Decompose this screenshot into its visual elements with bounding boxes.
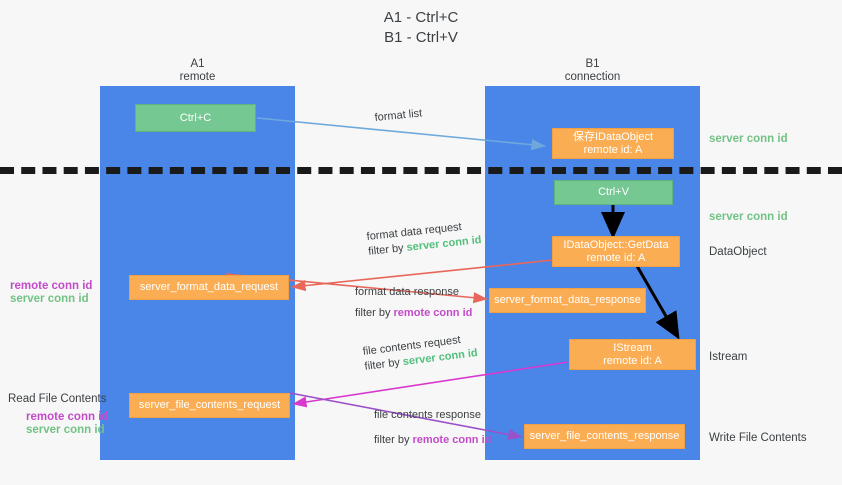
lane-b1-name: B1	[585, 58, 600, 70]
lane-header-b1: B1 connection	[485, 58, 700, 84]
arrow-format-list	[256, 117, 546, 151]
edge-label-file-contents-response-line2: filter by remote conn id	[374, 433, 491, 448]
box-ctrl-v[interactable]: Ctrl+V	[554, 180, 673, 205]
lane-b1-sub: connection	[564, 71, 621, 83]
box-server-format-data-response-label: server_format_data_response	[494, 294, 641, 306]
box-getdata-line1: IDataObject::GetData	[563, 238, 669, 251]
left-label-remote-conn-id-2: remote conn id	[26, 411, 109, 423]
box-ctrl-v-label: Ctrl+V	[598, 186, 629, 198]
box-server-format-data-request[interactable]: server_format_data_request	[129, 275, 289, 300]
phase-divider	[0, 167, 842, 174]
box-idataobject-getdata[interactable]: IDataObject::GetData remote id: A	[552, 236, 680, 267]
box-istream[interactable]: IStream remote id: A	[569, 339, 696, 370]
right-label-dataobject: DataObject	[709, 246, 767, 258]
arrow-file-contents-request	[292, 361, 569, 408]
box-save-idataobject-line1: 保存IDataObject	[572, 130, 654, 143]
box-server-file-contents-request-label: server_file_contents_request	[138, 399, 281, 411]
left-label-server-conn-id-1: server conn id	[10, 293, 89, 305]
box-server-format-data-request-label: server_format_data_request	[139, 281, 279, 293]
edge-label-format-data-response-line1: format data response	[355, 286, 459, 298]
filter-prefix: filter by	[367, 241, 408, 258]
box-istream-line2: remote id: A	[603, 354, 662, 367]
box-save-idataobject-line2: remote id: A	[583, 143, 643, 156]
filter-prefix: filter by	[374, 434, 413, 446]
left-label-remote-conn-id-1: remote conn id	[10, 280, 93, 292]
right-label-write-file-contents: Write File Contents	[709, 432, 807, 444]
lane-header-a1: A1 remote	[100, 58, 295, 84]
edge-label-file-contents-response-line1: file contents response	[374, 409, 482, 421]
lane-a1-name: A1	[190, 58, 205, 70]
filter-value-remote-conn-id: remote conn id	[393, 307, 473, 319]
left-label-server-conn-id-2: server conn id	[26, 424, 105, 436]
box-server-file-contents-response-label: server_file_contents_response	[529, 430, 680, 442]
box-server-format-data-response[interactable]: server_format_data_response	[489, 288, 646, 313]
box-getdata-line2: remote id: A	[586, 251, 646, 264]
filter-prefix: filter by	[363, 356, 404, 373]
box-save-idataobject[interactable]: 保存IDataObject remote id: A	[552, 128, 674, 159]
box-ctrl-c-label: Ctrl+C	[179, 111, 212, 124]
arrow-getdata-to-istream	[635, 265, 680, 340]
left-label-read-file-contents: Read File Contents	[8, 393, 107, 405]
right-label-server-conn-id-1: server conn id	[709, 133, 788, 145]
right-label-server-conn-id-2: server conn id	[709, 211, 788, 223]
arrow-file-contents-response	[289, 392, 523, 440]
edge-label-format-data-response: format data response filter by remote co…	[355, 285, 472, 321]
filter-prefix: filter by	[355, 307, 394, 319]
box-ctrl-c[interactable]: Ctrl+C	[135, 104, 256, 132]
arrow-format-data-request	[291, 259, 554, 292]
lane-a1-sub: remote	[179, 71, 216, 83]
filter-value-remote-conn-id: remote conn id	[412, 434, 492, 446]
box-istream-line1: IStream	[613, 341, 652, 354]
right-label-istream: Istream	[709, 351, 748, 363]
title-line-2: B1 - Ctrl+V	[384, 29, 458, 46]
title-line-1: A1 - Ctrl+C	[383, 9, 459, 26]
edge-label-file-contents-response: file contents response filter by remote …	[374, 408, 491, 448]
edge-label-format-data-response-line2: filter by remote conn id	[355, 306, 472, 321]
diagram-title: A1 - Ctrl+C B1 - Ctrl+V	[0, 8, 842, 48]
box-server-file-contents-response[interactable]: server_file_contents_response	[524, 424, 685, 449]
box-server-file-contents-request[interactable]: server_file_contents_request	[129, 393, 290, 418]
